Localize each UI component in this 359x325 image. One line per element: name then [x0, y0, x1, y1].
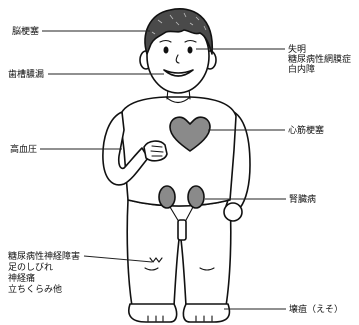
label-eye-line-1: 失明: [288, 43, 306, 55]
label-eye-line-2: 糖尿病性網膜症: [288, 53, 351, 65]
label-kidney: 腎臓病: [289, 193, 316, 205]
label-eye-line-3: 白内障: [288, 63, 315, 75]
label-blood-pressure: 高血圧: [10, 143, 37, 155]
left-kidney: [159, 186, 175, 208]
right-kidney: [188, 186, 204, 208]
right-foot: [183, 304, 229, 322]
label-neuropathy-line-1: 糖尿病性神経障害: [8, 250, 80, 262]
right-hand: [224, 203, 242, 221]
urinary-tube: [178, 220, 186, 240]
label-neuropathy-line-4: 立ちくらみ他: [8, 283, 62, 295]
label-neuropathy-line-2: 足のしびれ: [8, 262, 53, 273]
torso: [120, 97, 236, 206]
label-teeth: 歯槽膿漏: [8, 68, 44, 80]
legs: [127, 200, 231, 306]
label-neuropathy-line-3: 神経痛: [8, 272, 35, 284]
label-heart: 心筋梗塞: [288, 124, 324, 136]
left-foot: [129, 304, 177, 322]
left-eye: [164, 47, 169, 54]
label-gangrene: 壊疽（えそ）: [289, 303, 343, 315]
right-eye: [188, 47, 193, 54]
label-brain: 脳梗塞: [12, 25, 39, 37]
man-figure: [103, 9, 250, 322]
